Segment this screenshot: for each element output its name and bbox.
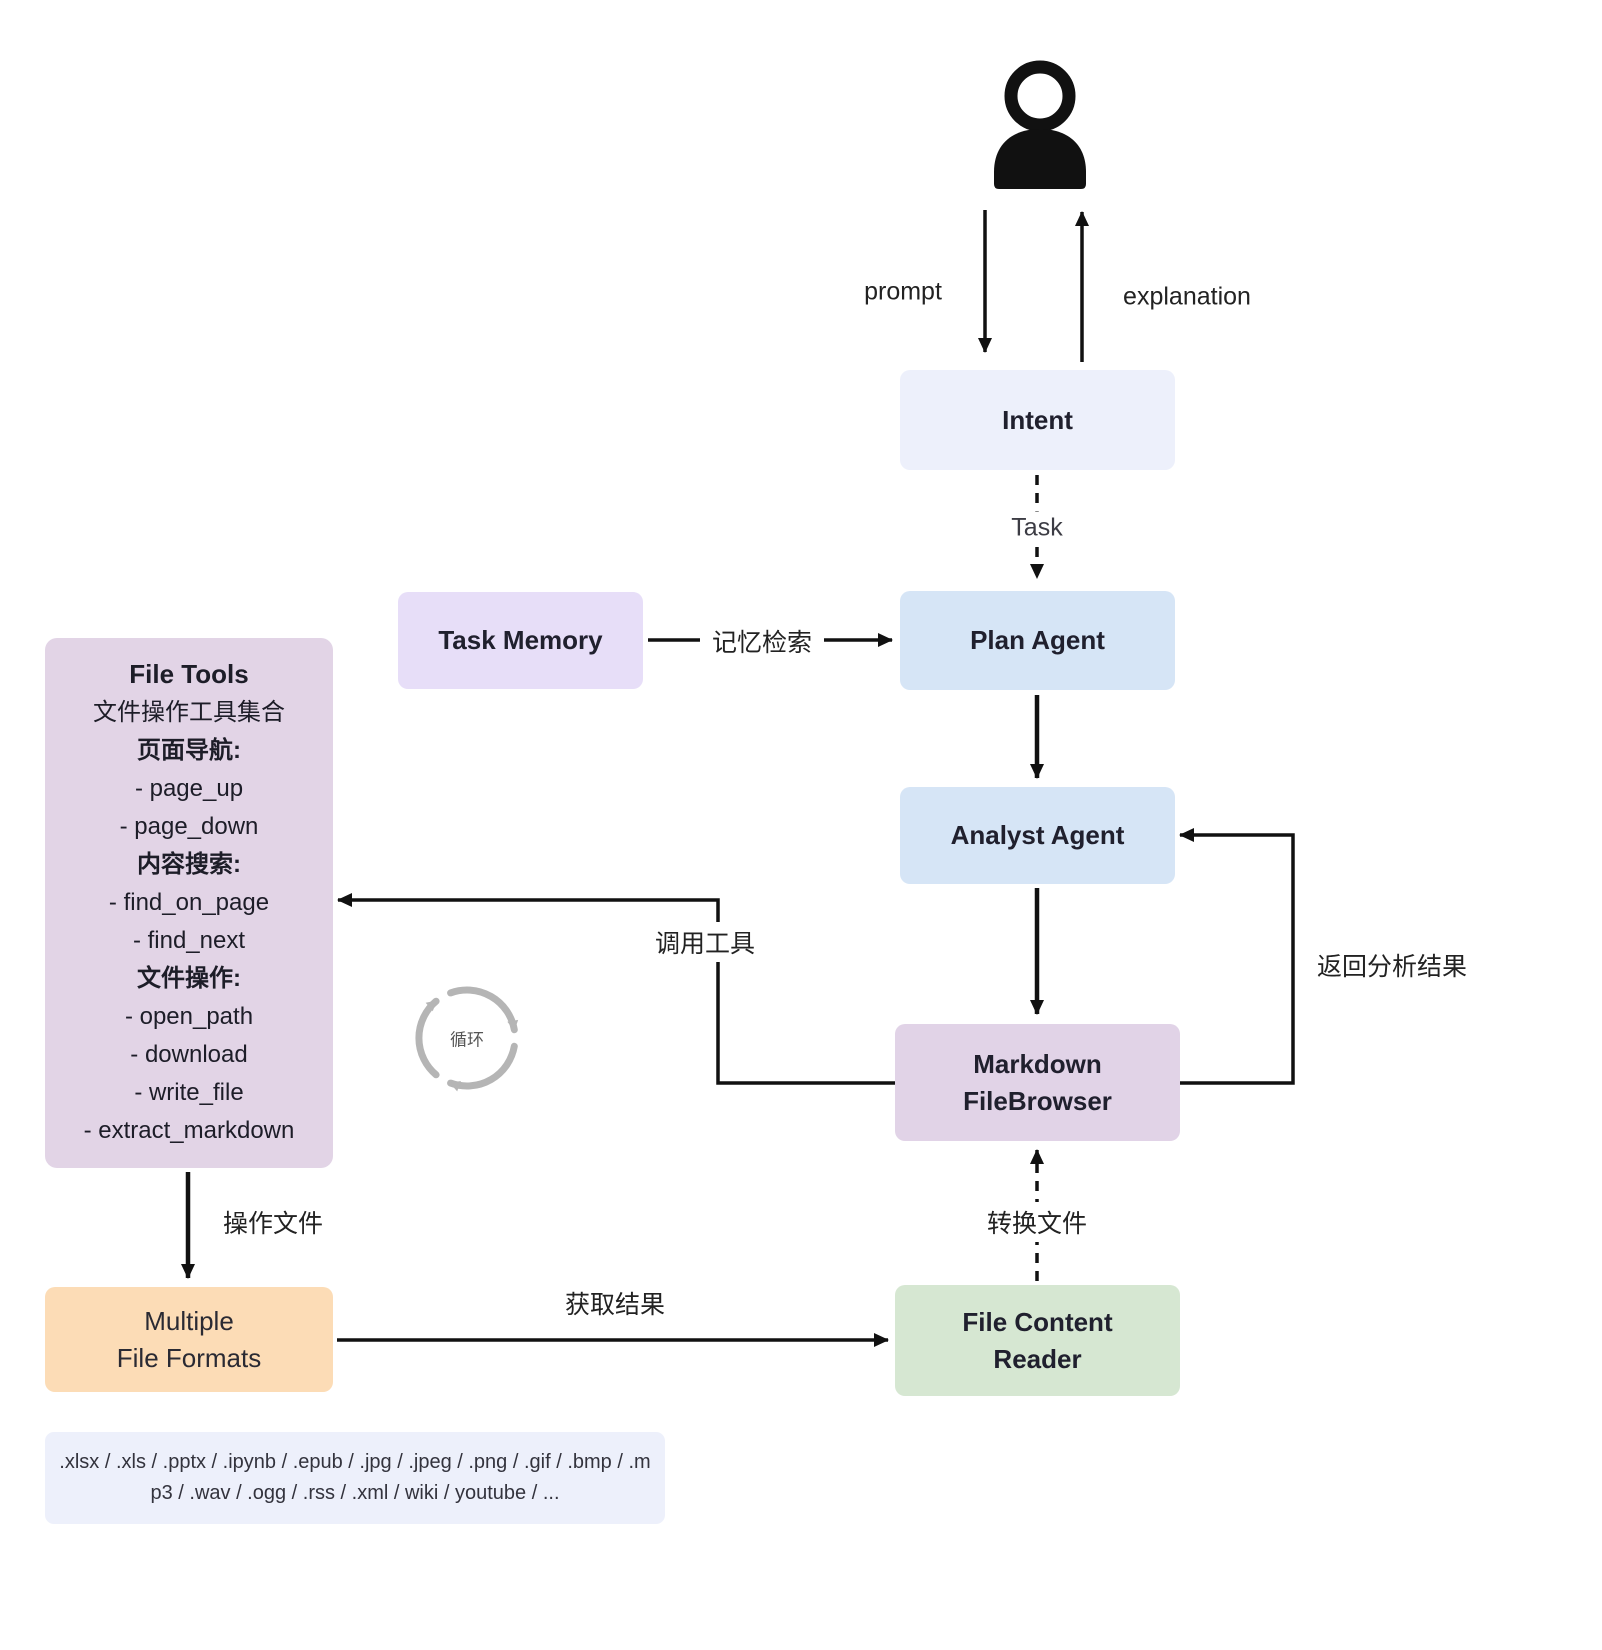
edge-label-memory-retrieval: 记忆检索: [699, 621, 825, 661]
edge-label-task: Task: [999, 511, 1075, 545]
edge-label-get-results: 获取结果: [564, 1291, 666, 1319]
loop-icon: [415, 986, 519, 1092]
user-icon: [994, 60, 1086, 189]
file-tools-item: - find_next: [132, 927, 246, 954]
file-content-reader-label-line2: Reader: [993, 1343, 1082, 1374]
file-content-reader-label-line1: File Content: [962, 1306, 1113, 1337]
file-content-reader-node: File Content Reader: [895, 1285, 1180, 1396]
multiple-file-formats-node: Multiple File Formats: [45, 1287, 333, 1392]
task-memory-label: Task Memory: [438, 625, 603, 656]
file-tools-item: - download: [130, 1041, 248, 1068]
file-tools-item: - find_on_page: [108, 889, 270, 916]
file-formats-box: .xlsx / .xls / .pptx / .ipynb / .epub / …: [45, 1432, 665, 1524]
edge-label-prompt: prompt: [864, 277, 942, 306]
file-formats-line1: .xlsx / .xls / .pptx / .ipynb / .epub / …: [59, 1451, 651, 1473]
edge-label-operate-files: 操作文件: [222, 1210, 324, 1238]
file-tools-subtitle: 文件操作工具集合: [93, 699, 285, 726]
edge-call-tools: [337, 893, 895, 1085]
file-tools-section-content-search: 内容搜索:: [137, 851, 241, 878]
edge-return-analysis: [1179, 828, 1295, 1085]
file-tools-item: - open_path: [124, 1003, 254, 1030]
multiple-file-formats-label-line2: File Formats: [116, 1342, 262, 1373]
file-tools-title: File Tools: [129, 659, 249, 689]
plan-agent-node: Plan Agent: [900, 591, 1175, 690]
intent-label: Intent: [1002, 404, 1073, 435]
markdown-filebrowser-label-line1: Markdown: [973, 1048, 1102, 1079]
file-tools-node: File Tools 文件操作工具集合 页面导航: - page_up - pa…: [45, 638, 333, 1168]
edge-label-explanation: explanation: [1123, 282, 1251, 311]
edge-label-return-analysis: 返回分析结果: [1316, 953, 1468, 981]
markdown-filebrowser-label-line2: FileBrowser: [963, 1085, 1112, 1116]
plan-agent-label: Plan Agent: [970, 625, 1105, 656]
file-tools-item: - page_up: [134, 775, 244, 802]
intent-node: Intent: [900, 370, 1175, 470]
file-tools-item: - extract_markdown: [83, 1117, 295, 1144]
edge-label-convert-files: 转换文件: [974, 1202, 1100, 1242]
file-tools-section-file-ops: 文件操作:: [137, 965, 241, 992]
edge-label-call-tools: 调用工具: [642, 922, 768, 962]
analyst-agent-label: Analyst Agent: [950, 820, 1125, 851]
multiple-file-formats-label-line1: Multiple: [144, 1305, 234, 1336]
task-memory-node: Task Memory: [398, 592, 643, 689]
markdown-filebrowser-node: Markdown FileBrowser: [895, 1024, 1180, 1141]
file-formats-line2: p3 / .wav / .ogg / .rss / .xml / wiki / …: [150, 1482, 560, 1504]
file-tools-section-page-nav: 页面导航:: [137, 737, 241, 764]
analyst-agent-node: Analyst Agent: [900, 787, 1175, 884]
file-tools-item: - write_file: [134, 1079, 244, 1106]
loop-label: 循环: [450, 1030, 484, 1050]
file-tools-item: - page_down: [119, 813, 259, 840]
